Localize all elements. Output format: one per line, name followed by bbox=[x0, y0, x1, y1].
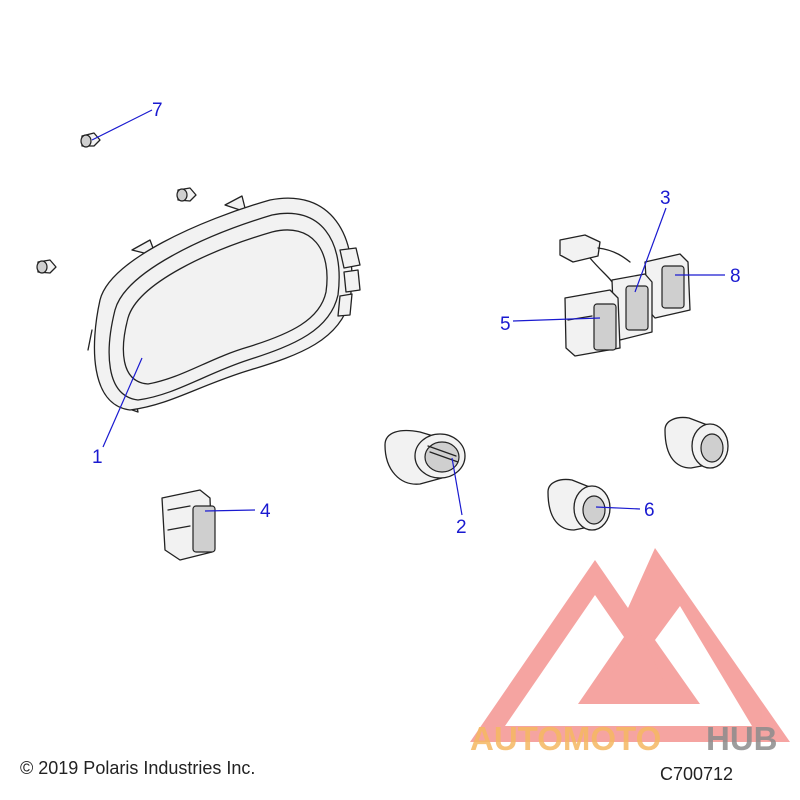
callout-1: 1 bbox=[92, 447, 103, 468]
power-outlet bbox=[664, 416, 729, 469]
diagram-code: C700712 bbox=[660, 764, 734, 784]
instrument-cluster bbox=[87, 195, 361, 413]
callout-7: 7 bbox=[152, 100, 163, 121]
screw-icon bbox=[36, 259, 57, 274]
rocker-switch-bank bbox=[559, 234, 691, 357]
leader-line bbox=[204, 509, 256, 512]
watermark-text-automoto: AUTOMOTO bbox=[470, 720, 661, 757]
leader-line bbox=[595, 506, 641, 510]
callout-5: 5 bbox=[500, 314, 511, 335]
leader-line bbox=[634, 207, 667, 293]
callout-3: 3 bbox=[660, 188, 671, 209]
watermark-text-hub: HUB bbox=[706, 720, 778, 757]
leader-line bbox=[512, 317, 601, 322]
rocker-switch bbox=[161, 489, 216, 561]
screw-icon bbox=[176, 187, 197, 202]
callout-4: 4 bbox=[260, 501, 271, 522]
screw-icon bbox=[80, 132, 101, 148]
callout-8: 8 bbox=[730, 266, 741, 287]
callout-2: 2 bbox=[456, 517, 467, 538]
leader-line bbox=[451, 457, 463, 516]
copyright-notice: © 2019 Polaris Industries Inc. bbox=[20, 758, 256, 778]
leader-line bbox=[91, 109, 153, 141]
callout-6: 6 bbox=[644, 500, 655, 521]
power-outlet bbox=[547, 478, 611, 531]
ignition-switch bbox=[384, 429, 466, 485]
watermark-logo bbox=[470, 548, 790, 742]
leader-line bbox=[102, 357, 143, 448]
